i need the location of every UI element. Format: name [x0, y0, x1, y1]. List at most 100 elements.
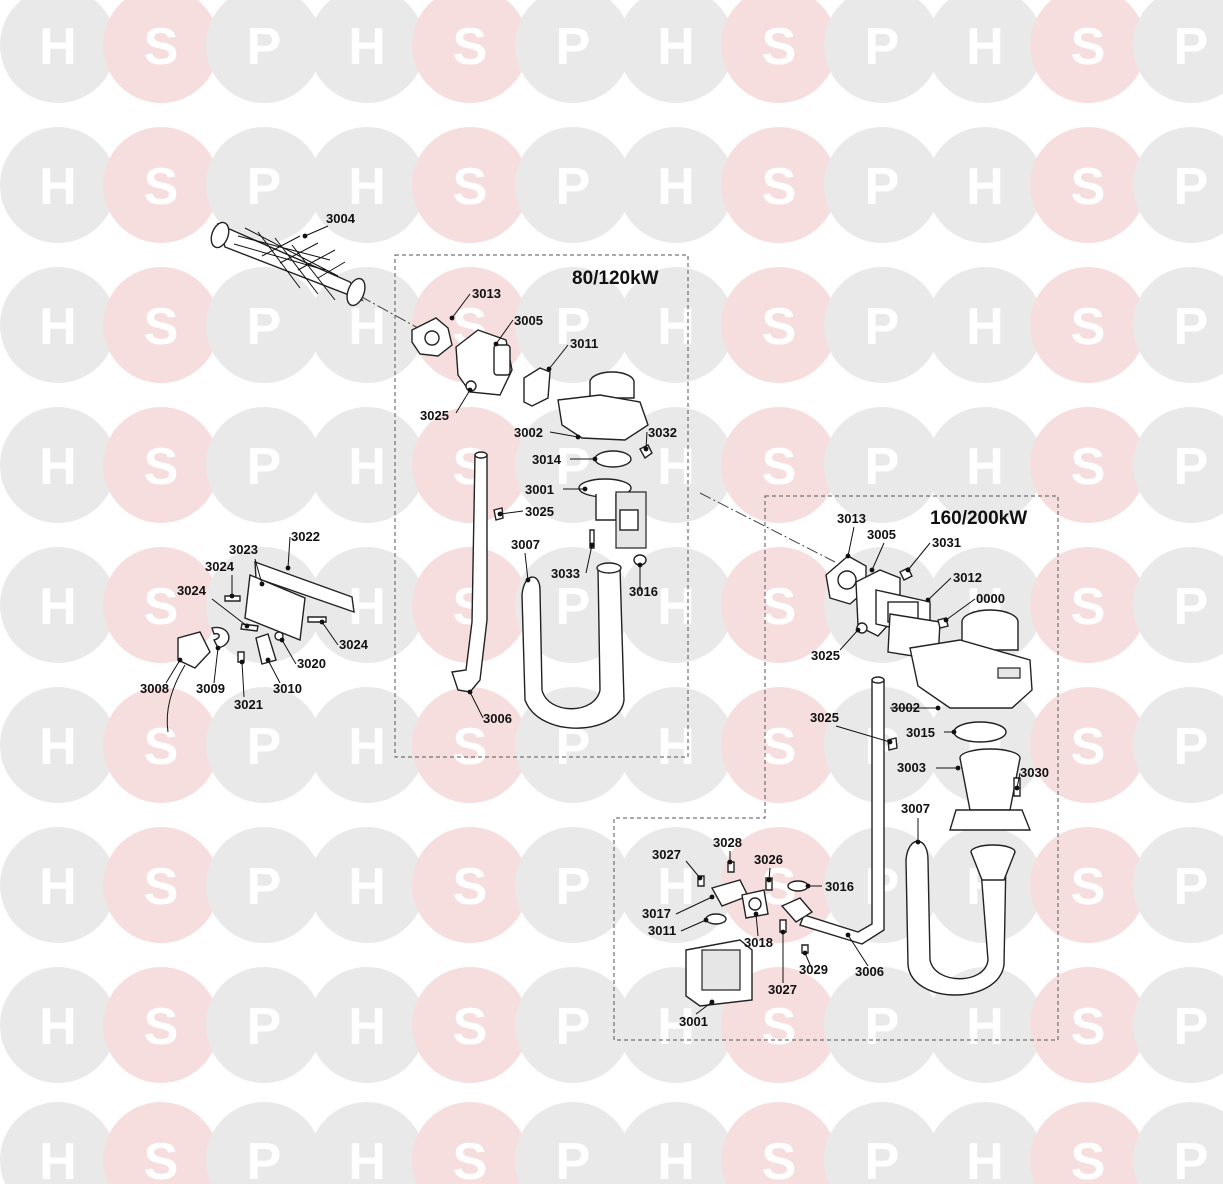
- watermark-letter: H: [348, 718, 386, 776]
- watermark-circle: [618, 547, 734, 663]
- watermark-circle: [309, 967, 425, 1083]
- watermark-letter: S: [1071, 18, 1106, 76]
- watermark-letter: P: [247, 298, 282, 356]
- watermark-circle: [412, 0, 528, 103]
- gas-valve-3001-large: [685, 939, 753, 1007]
- leader-dot: [637, 562, 643, 568]
- watermark-letter: S: [1071, 718, 1106, 776]
- watermark-circle: [721, 407, 837, 523]
- watermark-circle: [1030, 547, 1146, 663]
- watermark-letter: H: [39, 858, 77, 916]
- box-160-200kw-title: 160/200kW: [930, 508, 1027, 529]
- label-3002-small: 3002: [514, 425, 543, 440]
- watermark-circle: [412, 407, 528, 523]
- watermark-circle: [824, 1102, 940, 1184]
- watermark-letter: H: [39, 438, 77, 496]
- leader-dot: [709, 894, 715, 900]
- leader-dot: [319, 619, 325, 625]
- watermark-letter: H: [966, 298, 1004, 356]
- leader-line: [1016, 772, 1021, 789]
- leader-line: [304, 225, 329, 237]
- watermark-letter: P: [1174, 438, 1209, 496]
- bracket-3022: [254, 560, 355, 614]
- leader-line: [680, 919, 707, 932]
- plate-3023: [244, 573, 306, 641]
- watermark-letter: H: [348, 158, 386, 216]
- watermark-circle: [515, 1102, 631, 1184]
- watermark-circle: [103, 547, 219, 663]
- leader-dot: [449, 315, 455, 321]
- leader-dot: [575, 434, 581, 440]
- leader-line: [585, 544, 593, 574]
- watermark-letter: S: [144, 438, 179, 496]
- watermark-circle: [103, 127, 219, 243]
- sensor-3008: [177, 631, 211, 669]
- leader-line: [455, 389, 471, 414]
- callout-leaders: [165, 225, 1021, 1015]
- watermark-letter: H: [657, 1133, 695, 1184]
- leader-dot: [592, 456, 598, 462]
- watermark-circle: [824, 407, 940, 523]
- leader-line: [165, 659, 181, 684]
- watermark-circle: [309, 827, 425, 943]
- watermark-circle: [206, 1102, 322, 1184]
- watermark-letter: H: [348, 1133, 386, 1184]
- watermark-circle: [824, 967, 940, 1083]
- seal-3011-small: [523, 367, 551, 407]
- watermark-letter: S: [453, 998, 488, 1056]
- plug-3029: [801, 944, 809, 954]
- watermark-letter: S: [453, 1133, 488, 1184]
- label-3007-small: 3007: [511, 537, 540, 552]
- watermark-letter: S: [1071, 438, 1106, 496]
- clip-3009: [211, 626, 230, 649]
- ignition-unit-3010: [255, 633, 277, 665]
- label-3011-small: 3011: [570, 336, 598, 351]
- watermark-letter: H: [657, 998, 695, 1056]
- label-3024-c: 3024: [339, 637, 369, 652]
- watermark-letter: H: [348, 578, 386, 636]
- watermark-letter: S: [144, 858, 179, 916]
- watermark-letter: H: [39, 718, 77, 776]
- watermark-letter: H: [966, 438, 1004, 496]
- leader-dot: [915, 839, 921, 845]
- leader-line: [907, 542, 931, 571]
- watermark-circle: [824, 127, 940, 243]
- watermark-letter: S: [144, 18, 179, 76]
- leader-line: [548, 344, 569, 370]
- watermark-circle: [927, 0, 1043, 103]
- watermark-letter: P: [865, 998, 900, 1056]
- watermark-letter: H: [348, 298, 386, 356]
- watermark-circle: [412, 547, 528, 663]
- leader-dot: [943, 617, 949, 623]
- leader-dot: [177, 657, 183, 663]
- watermark-circle: [0, 127, 116, 243]
- callout-labels: 3004 3013 3005 3011 3025 3002 3032 3014 …: [140, 211, 1049, 1029]
- leader-dot: [302, 233, 308, 239]
- watermark-circle: [927, 127, 1043, 243]
- watermark-letter: P: [1174, 18, 1209, 76]
- watermark-letter: H: [39, 18, 77, 76]
- watermark-circle: [721, 687, 837, 803]
- o-ring-3015: [953, 721, 1007, 743]
- label-3006-small: 3006: [483, 711, 512, 726]
- watermark-circle: [206, 407, 322, 523]
- watermark-circle: [309, 127, 425, 243]
- leader-dot: [780, 929, 786, 935]
- watermark-letter: H: [348, 438, 386, 496]
- leader-line: [213, 647, 219, 684]
- label-3023: 3023: [229, 542, 258, 557]
- watermark-circle: [206, 827, 322, 943]
- label-3031: 3031: [932, 535, 961, 550]
- watermark-letter: H: [657, 578, 695, 636]
- leader-line: [927, 577, 952, 601]
- label-3004: 3004: [326, 211, 356, 226]
- watermark-letter: H: [39, 1133, 77, 1184]
- watermark-letter: H: [39, 578, 77, 636]
- watermark-letter: H: [657, 858, 695, 916]
- watermark-circle: [1133, 1102, 1223, 1184]
- watermark-circle: [1030, 687, 1146, 803]
- label-3025-large: 3025: [811, 648, 840, 663]
- watermark-circle: [515, 967, 631, 1083]
- leader-dot: [845, 932, 851, 938]
- watermark-letter: H: [657, 438, 695, 496]
